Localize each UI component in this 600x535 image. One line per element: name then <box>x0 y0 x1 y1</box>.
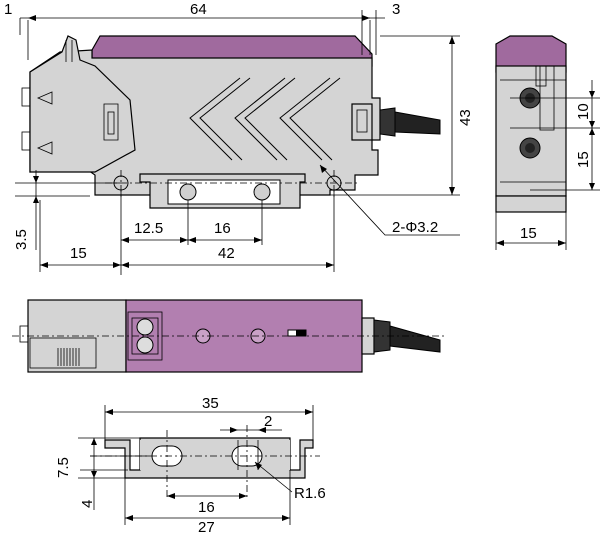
top-button-2 <box>136 336 154 354</box>
dim-12-5: 12.5 <box>134 220 163 237</box>
dim-4: 4 <box>79 500 96 508</box>
front-dimensions: 64 1 3 43 3.5 12.5 16 15 42 2-Φ3.2 <box>4 1 474 275</box>
bracket-hole-2 <box>253 183 271 201</box>
front-left-tab-lower <box>21 131 31 151</box>
dim-2-phi-3-2: 2-Φ3.2 <box>392 219 438 236</box>
triangle-marker-lower <box>36 141 53 155</box>
dim-r1-6: R1.6 <box>294 485 326 502</box>
dim-3-5: 3.5 <box>13 229 30 250</box>
top-cable <box>389 325 441 353</box>
top-button-1 <box>136 318 154 336</box>
dim-7-5: 7.5 <box>55 457 72 478</box>
bracket-hole-1 <box>179 183 197 201</box>
dim-1: 1 <box>4 1 12 18</box>
dim-15-bottom: 15 <box>70 245 87 262</box>
dim-27: 27 <box>198 519 215 535</box>
chevron-decoration <box>189 77 341 161</box>
dim-64: 64 <box>190 1 207 18</box>
end-body <box>495 65 567 197</box>
cable-gland <box>351 103 373 141</box>
front-left-tab-upper <box>21 87 31 107</box>
dim-3: 3 <box>392 1 400 18</box>
front-view <box>21 35 441 209</box>
dim-16-top: 16 <box>214 220 231 237</box>
dim-16-bracket: 16 <box>198 499 215 516</box>
top-view <box>12 299 445 373</box>
triangle-marker-upper <box>36 91 53 105</box>
dim-35: 35 <box>202 395 219 412</box>
dim-15-side: 15 <box>575 151 592 168</box>
front-cable <box>394 111 441 135</box>
dim-10: 10 <box>575 103 592 120</box>
dim-42: 42 <box>218 245 235 262</box>
dim-15-end: 15 <box>520 225 537 242</box>
dim-43: 43 <box>457 109 474 126</box>
dim-2: 2 <box>264 413 272 430</box>
end-view: 10 15 15 <box>495 35 600 250</box>
bracket-view: 35 2 7.5 4 16 27 R1.6 <box>55 395 326 535</box>
